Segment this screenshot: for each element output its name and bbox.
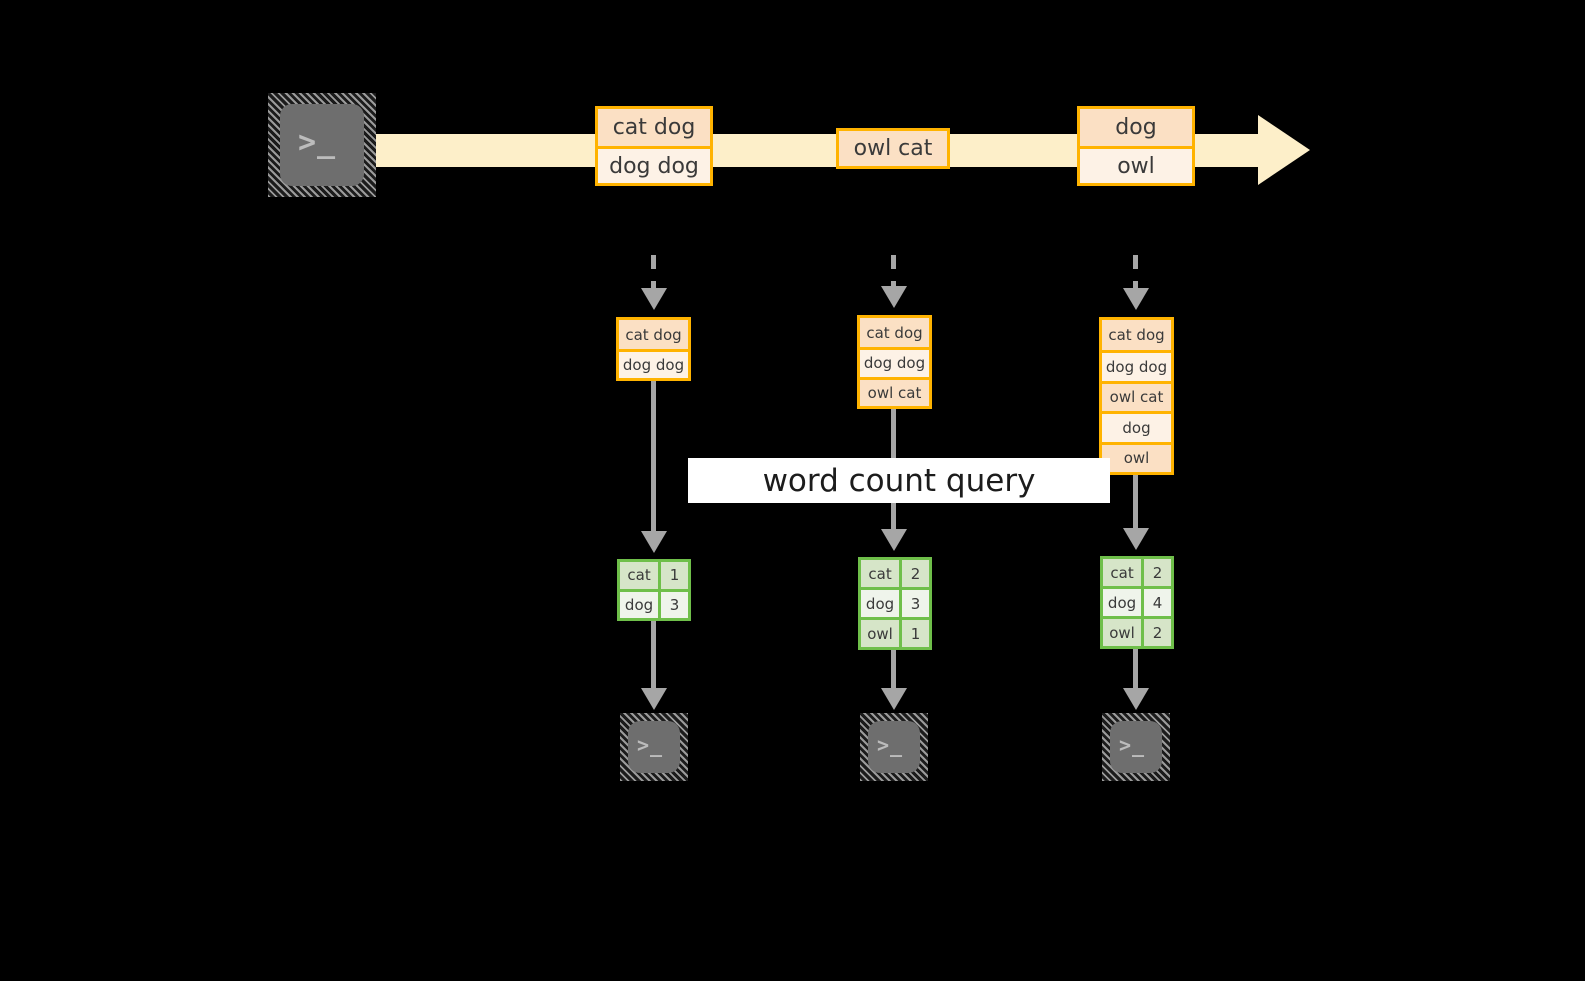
snapshot-1-sink-terminal[interactable]: >_ <box>620 713 688 781</box>
snapshot-record: dog dog <box>860 347 929 377</box>
snapshot-1-records[interactable]: cat dog dog dog <box>616 317 691 381</box>
stream-group-1[interactable]: cat dog dog dog <box>595 106 713 186</box>
result-count: 3 <box>899 590 929 617</box>
stream-group-2[interactable]: owl cat <box>836 128 950 169</box>
query-connector-3 <box>1133 475 1138 545</box>
stream-record: owl cat <box>839 131 947 166</box>
result-row: dog 3 <box>861 587 929 617</box>
snapshot-3-sink-terminal[interactable]: >_ <box>1102 713 1170 781</box>
query-connector-arrow-3 <box>1123 528 1149 550</box>
terminal-body <box>280 104 364 186</box>
dashed-connector-2 <box>891 255 896 301</box>
query-connector-1 <box>651 381 656 547</box>
terminal-body <box>1110 721 1162 773</box>
dashed-connector-3 <box>1133 255 1138 303</box>
snapshot-record: dog <box>1102 411 1171 442</box>
result-count: 2 <box>1141 559 1171 586</box>
result-word: dog <box>620 591 659 618</box>
dashed-connector-arrow-2 <box>881 286 907 308</box>
sink-connector-1 <box>651 621 656 701</box>
terminal-prompt-glyph: >_ <box>1119 733 1146 757</box>
result-word: cat <box>1103 559 1142 586</box>
result-word: dog <box>1103 589 1142 616</box>
snapshot-record: dog dog <box>1102 350 1171 381</box>
terminal-body <box>868 721 920 773</box>
terminal-prompt-glyph: >_ <box>877 733 904 757</box>
snapshot-3-result[interactable]: cat 2 dog 4 owl 2 <box>1100 556 1174 649</box>
result-row: cat 1 <box>620 562 688 589</box>
result-count: 1 <box>658 562 688 589</box>
snapshot-2-result[interactable]: cat 2 dog 3 owl 1 <box>858 557 932 650</box>
result-row: owl 1 <box>861 617 929 647</box>
terminal-prompt-glyph: >_ <box>298 125 337 160</box>
result-word: cat <box>861 560 900 587</box>
source-terminal-icon[interactable]: >_ <box>268 93 376 197</box>
sink-connector-2 <box>891 650 896 701</box>
stream-record: dog <box>1080 109 1192 146</box>
query-connector-arrow-2 <box>881 529 907 551</box>
stream-record: owl <box>1080 146 1192 183</box>
query-connector-arrow-1 <box>641 531 667 553</box>
result-count: 4 <box>1141 589 1171 616</box>
sink-connector-arrow-1 <box>641 688 667 710</box>
query-label-band: word count query <box>688 458 1110 503</box>
sink-connector-arrow-3 <box>1123 688 1149 710</box>
result-word: owl <box>1103 619 1142 646</box>
result-word: cat <box>620 562 659 589</box>
sink-connector-3 <box>1133 649 1138 701</box>
result-word: owl <box>861 620 900 647</box>
snapshot-1-result[interactable]: cat 1 dog 3 <box>617 559 691 621</box>
snapshot-record: owl cat <box>1102 380 1171 412</box>
result-word: dog <box>861 590 900 617</box>
result-count: 3 <box>658 591 688 618</box>
terminal-prompt-glyph: >_ <box>637 733 664 757</box>
result-row: dog 4 <box>1103 586 1171 616</box>
sink-connector-arrow-2 <box>881 688 907 710</box>
snapshot-2-records[interactable]: cat dog dog dog owl cat <box>857 315 932 409</box>
snapshot-record: owl <box>1102 441 1171 472</box>
snapshot-record: cat dog <box>619 320 688 349</box>
snapshot-record: cat dog <box>860 318 929 348</box>
stream-record: dog dog <box>598 146 710 183</box>
stream-group-3[interactable]: dog owl <box>1077 106 1195 186</box>
result-row: cat 2 <box>861 560 929 587</box>
result-row: cat 2 <box>1103 559 1171 586</box>
snapshot-2-sink-terminal[interactable]: >_ <box>860 713 928 781</box>
result-count: 2 <box>899 560 929 587</box>
snapshot-record: owl cat <box>860 376 929 406</box>
snapshot-3-records[interactable]: cat dog dog dog owl cat dog owl <box>1099 317 1174 475</box>
result-row: dog 3 <box>620 588 688 618</box>
stream-arrow-head <box>1258 115 1310 185</box>
snapshot-record: dog dog <box>619 349 688 378</box>
dashed-connector-arrow-3 <box>1123 288 1149 310</box>
result-row: owl 2 <box>1103 616 1171 646</box>
terminal-body <box>628 721 680 773</box>
stream-record: cat dog <box>598 109 710 146</box>
result-count: 2 <box>1141 619 1171 646</box>
dashed-connector-arrow-1 <box>641 288 667 310</box>
snapshot-record: cat dog <box>1102 320 1171 351</box>
dashed-connector-1 <box>651 255 656 303</box>
result-count: 1 <box>899 620 929 647</box>
